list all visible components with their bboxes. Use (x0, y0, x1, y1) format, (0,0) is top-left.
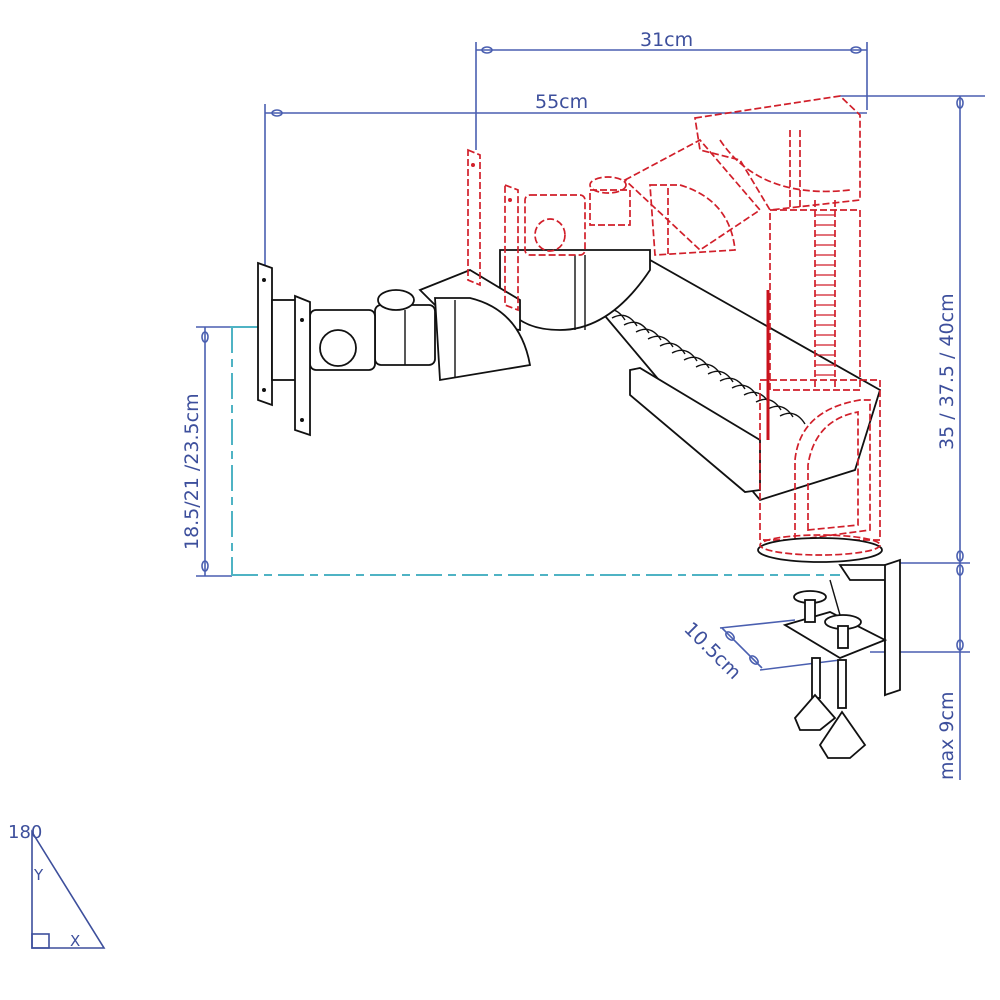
arm-extended (467, 95, 883, 563)
right-triangle-icon (31, 829, 106, 949)
vesa-mount-plate (257, 261, 273, 407)
dimension-label-55cm: 55cm (535, 91, 588, 113)
base (759, 379, 881, 541)
dimension-height: 35 / 37.5 / 40cm max 9cm (840, 95, 985, 780)
arc-bracket (434, 297, 532, 382)
dimension-55cm: 55cm (264, 91, 867, 265)
angle-x-label: X (70, 932, 80, 950)
dimension-label-height: 35 / 37.5 / 40cm (936, 293, 958, 450)
clamp-handle-icon (793, 693, 837, 731)
dimension-label-clamp-thickness: max 9cm (936, 692, 958, 780)
angle-y-label: Y (33, 866, 44, 884)
dimension-vesa-height: 18.5/21 /23.5cm (181, 326, 232, 577)
angle-label-180: 180 (8, 822, 42, 843)
arm-retracted (257, 249, 882, 502)
dimension-label-vesa-height: 18.5/21 /23.5cm (181, 393, 203, 550)
dimension-label-clamp-depth: 10.5cm (679, 618, 745, 684)
angle-legend: 180 Y X (8, 822, 106, 950)
desk-reference-line (230, 326, 840, 576)
desk-clamp (782, 558, 901, 759)
dimension-label-31cm: 31cm (640, 29, 693, 51)
dimension-31cm: 31cm (475, 29, 868, 150)
